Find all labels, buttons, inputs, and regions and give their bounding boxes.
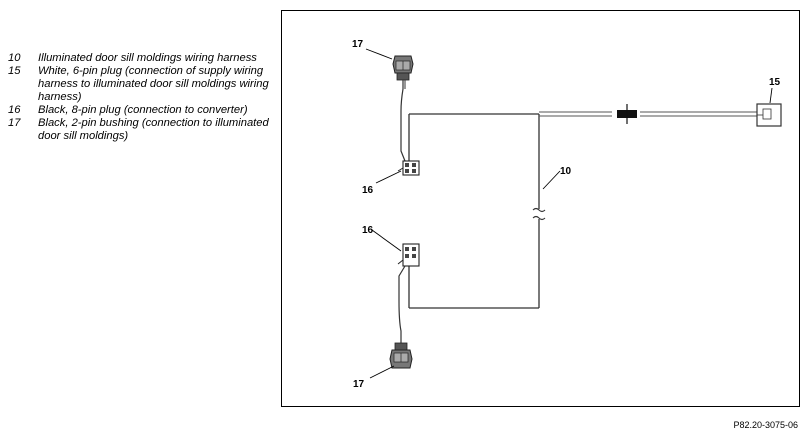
legend-item-15: 15 White, 6-pin plug (connection of supp… <box>8 65 270 104</box>
wire-17-top <box>400 80 406 162</box>
wiring-diagram: 17 16 15 10 16 17 <box>352 39 782 390</box>
legend-number: 17 <box>8 117 21 129</box>
legend-number: 16 <box>8 104 21 116</box>
leader-lines <box>365 48 773 379</box>
legend-number: 10 <box>8 52 21 64</box>
legend-description: Black, 2-pin bushing (connection to illu… <box>38 117 269 142</box>
bushing-17-top <box>392 55 414 81</box>
legend-description: White, 6-pin plug (connection of supply … <box>38 65 269 103</box>
harness-wires <box>408 113 540 309</box>
figure-reference: P82.20-3075-06 <box>733 420 798 430</box>
callout-16-top: 16 <box>362 185 374 196</box>
supply-wire <box>539 111 757 117</box>
wire-17-bottom <box>398 265 406 343</box>
callout-16-bottom: 16 <box>362 225 374 236</box>
legend-description: Illuminated door sill moldings wiring ha… <box>38 52 257 64</box>
callout-10: 10 <box>560 166 572 177</box>
plug-15 <box>756 103 782 127</box>
diagram-frame: 17 16 15 10 16 17 <box>281 10 800 407</box>
legend-item-16: 16 Black, 8-pin plug (connection to conv… <box>8 104 270 117</box>
legend-number: 15 <box>8 65 21 77</box>
legend-description: Black, 8-pin plug (connection to convert… <box>38 104 248 116</box>
wire-break-symbol <box>532 207 546 221</box>
legend: 10 Illuminated door sill moldings wiring… <box>8 52 270 143</box>
callout-15: 15 <box>769 77 781 88</box>
legend-item-10: 10 Illuminated door sill moldings wiring… <box>8 52 270 65</box>
callout-17-top: 17 <box>352 39 364 50</box>
plug-16-bottom <box>397 243 420 267</box>
plug-16-top <box>397 160 420 176</box>
bushing-17-bottom <box>389 342 413 369</box>
callout-17-bottom: 17 <box>353 379 365 390</box>
legend-item-17: 17 Black, 2-pin bushing (connection to i… <box>8 117 270 143</box>
